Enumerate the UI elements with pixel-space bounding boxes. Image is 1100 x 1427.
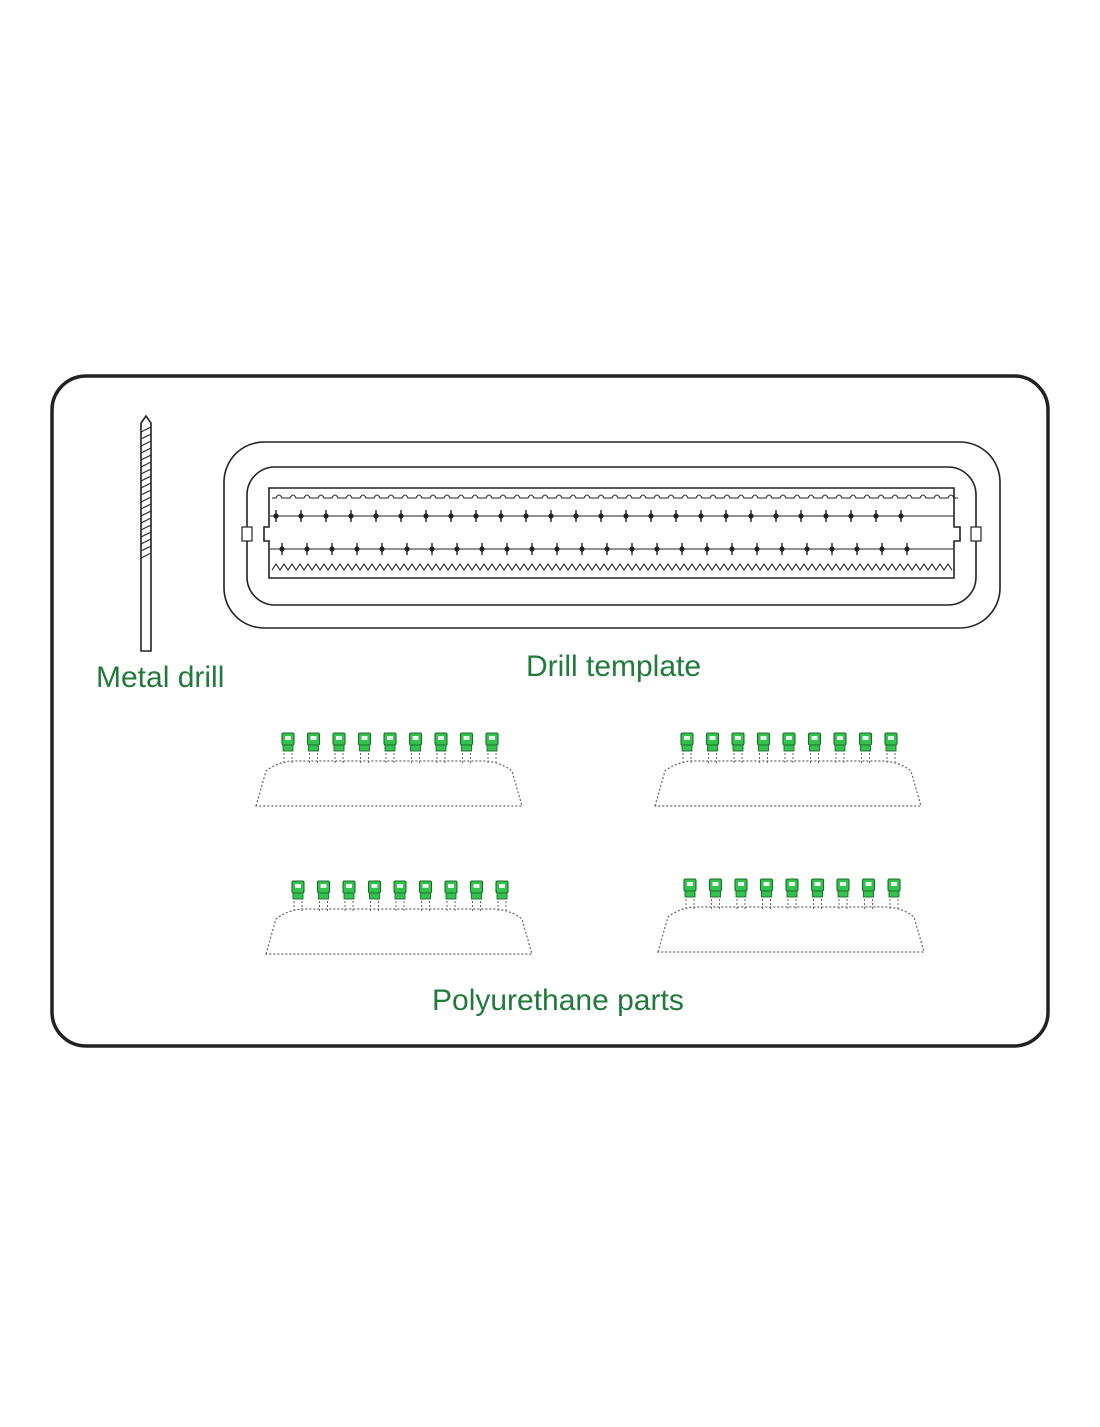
drill-flutes xyxy=(140,426,152,559)
metal-drill-icon xyxy=(140,414,152,652)
drill-template-icon xyxy=(223,441,1001,629)
polyurethane-parts xyxy=(255,732,925,955)
template-teeth xyxy=(270,494,958,571)
metal-drill-label: Metal drill xyxy=(96,661,225,694)
polyurethane-part-group xyxy=(657,878,925,953)
polyurethane-parts-label: Polyurethane parts xyxy=(432,984,684,1017)
card-frame xyxy=(50,374,1050,1048)
polyurethane-part-group xyxy=(265,880,533,955)
polyurethane-part-group xyxy=(255,732,523,807)
drill-template-label: Drill template xyxy=(526,650,702,683)
polyurethane-part-group xyxy=(654,732,922,807)
